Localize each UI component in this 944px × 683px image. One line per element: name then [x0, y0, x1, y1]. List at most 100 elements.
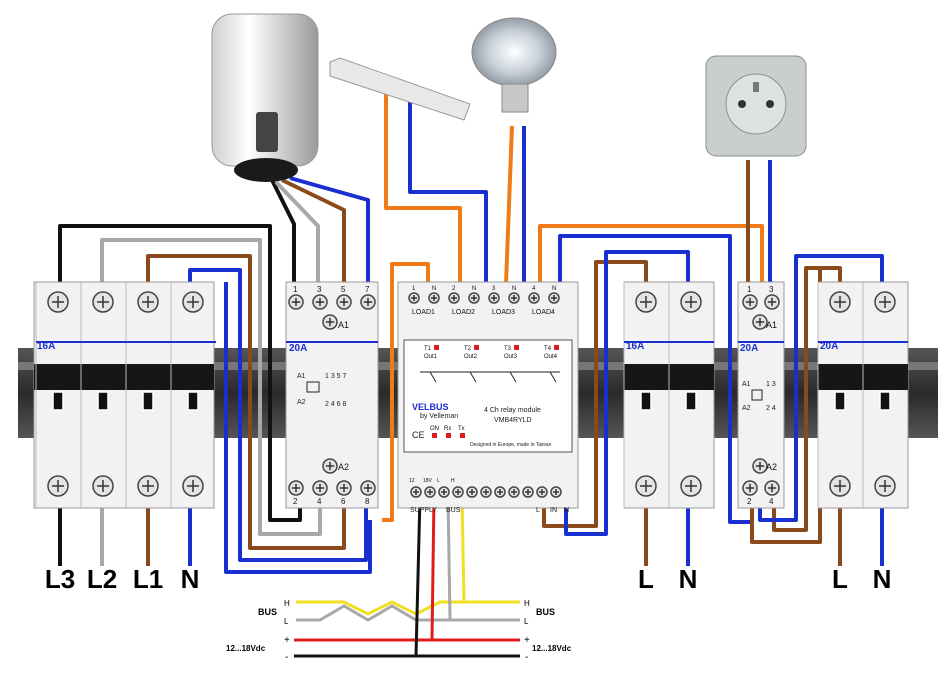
relay-channel-led-1	[474, 345, 479, 350]
wire-mid-brown	[542, 260, 648, 528]
wire-l3	[58, 224, 302, 522]
wire-lightbar-blue	[408, 92, 488, 284]
breaker-mid-toggle-1	[685, 391, 697, 411]
relay-output-0: Out1	[424, 354, 438, 360]
contactor-4p-sym-bottom: 2 4 6 8	[325, 401, 347, 408]
wire-coil-orange	[382, 262, 430, 522]
contactor-4p-bottom-screw-1	[312, 480, 328, 496]
contactor-2p-rating: 20A	[740, 343, 758, 354]
relay-top-screw-5	[508, 292, 520, 304]
wire-right-brown	[772, 266, 842, 532]
relay-load-label-2: LOAD3	[492, 309, 515, 316]
breaker-right-screw-top-1	[874, 291, 896, 313]
contactor-2p-bottom-label-1: 4	[769, 497, 774, 506]
breaker-left-screw-bottom-3	[182, 475, 204, 497]
relay-supply-red	[430, 495, 436, 641]
contactor-4p-sym-top: 1 3 5 7	[325, 373, 347, 380]
contactor-2p-a1-screw	[752, 314, 768, 330]
relay-bottom-right-label-0: L	[536, 507, 540, 514]
wires	[58, 92, 884, 574]
relay-bottom-right-label-2: N	[564, 507, 569, 514]
breaker-right-screw-bottom-1	[874, 475, 896, 497]
bus-right-plus: +	[524, 635, 530, 646]
bus-left-supply: 12...18Vdc	[226, 644, 266, 653]
contactor-4p-top-label-1: 3	[317, 285, 322, 294]
breaker-left-screw-top-0	[47, 291, 69, 313]
contactor-2p-top-label-1: 3	[769, 285, 774, 294]
relay-led-label-0: ON	[430, 426, 439, 432]
contactor-4p-coil-symbol	[306, 381, 320, 393]
relay-bottom-left-label-3: H	[451, 478, 455, 484]
relay-bottom-screw-6	[494, 486, 506, 498]
relay-led-label-1: Rx	[444, 426, 451, 432]
contactor-4p-a2: A2	[338, 462, 349, 472]
relay-bottom-screw-10	[550, 486, 562, 498]
relay-channel-3: T4	[544, 346, 552, 352]
relay-top-label-3: N	[472, 286, 476, 292]
bus-wires	[294, 495, 520, 658]
relay-channel-led-2	[514, 345, 519, 350]
breaker-right-toggle-0	[834, 391, 846, 411]
relay-supply-black	[414, 495, 422, 657]
relay-top-screw-6	[528, 292, 540, 304]
light-bar	[329, 57, 471, 121]
breaker-mid-screw-bottom-1	[680, 475, 702, 497]
bus-left-h: H	[284, 599, 290, 608]
wall-socket-hole-right	[766, 100, 774, 108]
contactor-2p-sym-a1: A1	[742, 381, 751, 388]
breaker-left: 16A	[33, 281, 216, 509]
contactor-2p-a1: A1	[766, 320, 777, 330]
breaker-left-toggle-3	[187, 391, 199, 411]
relay-led-2	[460, 433, 465, 438]
relay-ce: CE	[412, 430, 425, 440]
contactor-2p-sym-bottom: 2 4	[766, 405, 776, 412]
breaker-right-toggle-1	[879, 391, 891, 411]
wire-boiler-grey	[274, 180, 320, 284]
contactor-4p-top-screw-0	[288, 294, 304, 310]
relay-bottom-screw-9	[536, 486, 548, 498]
contactor-4p-rating: 20A	[289, 343, 307, 354]
bus-right-minus: -	[525, 652, 528, 663]
bottom-label-left-1: L2	[87, 564, 117, 594]
contactor-4p-bottom-screw-3	[360, 480, 376, 496]
relay-output-2: Out3	[504, 354, 518, 360]
contactor-4p-a1-screw	[322, 314, 338, 330]
relay-led-0	[432, 433, 437, 438]
breaker-left-screw-bottom-2	[137, 475, 159, 497]
bus-labels: BUS H L + - 12...18Vdc H L BUS + - 12...…	[226, 599, 572, 663]
relay-channel-led-0	[434, 345, 439, 350]
bus-right-l: L	[524, 617, 529, 626]
contactor-4p-bottom-screw-0	[288, 480, 304, 496]
relay-name: 4 Ch relay module	[484, 407, 541, 414]
contactor-4p-a1: A1	[338, 320, 349, 330]
relay-brand-sub: by Velleman	[420, 413, 458, 420]
breaker-left-screw-bottom-1	[92, 475, 114, 497]
wire-blue-supply	[224, 282, 372, 574]
breaker-left-rating: 16A	[37, 341, 55, 352]
wire-n	[188, 268, 368, 562]
contactor-4p-bottom-label-0: 2	[293, 497, 298, 506]
relay-channel-2: T3	[504, 346, 512, 352]
bus-right-supply: 12...18Vdc	[532, 644, 572, 653]
contactor-4p-bottom-label-3: 8	[365, 497, 370, 506]
relay-bus-yellow	[460, 495, 466, 603]
breaker-mid: 16A	[623, 281, 715, 509]
bottom-label-mid-1: N	[679, 564, 698, 594]
bottom-label-left-3: N	[181, 564, 200, 594]
halogen-lamp-base	[501, 83, 529, 113]
wire-load4-blue	[558, 234, 752, 524]
contactor-4p-sym-a2: A2	[297, 399, 306, 406]
breaker-left-screw-top-1	[92, 291, 114, 313]
wall-socket-face	[725, 73, 787, 135]
contactor-4p-bottom-label-2: 6	[341, 497, 346, 506]
breaker-mid-toggle-0	[640, 391, 652, 411]
breaker-right: 20A	[817, 281, 909, 509]
wire-lightbar-orange	[384, 92, 462, 284]
relay-bottom-screw-0	[410, 486, 422, 498]
relay-top-screw-1	[428, 292, 440, 304]
relay-led-1	[446, 433, 451, 438]
bottom-label-left-0: L3	[45, 564, 75, 594]
contactor-2p-sym-top: 1 3	[766, 381, 776, 388]
